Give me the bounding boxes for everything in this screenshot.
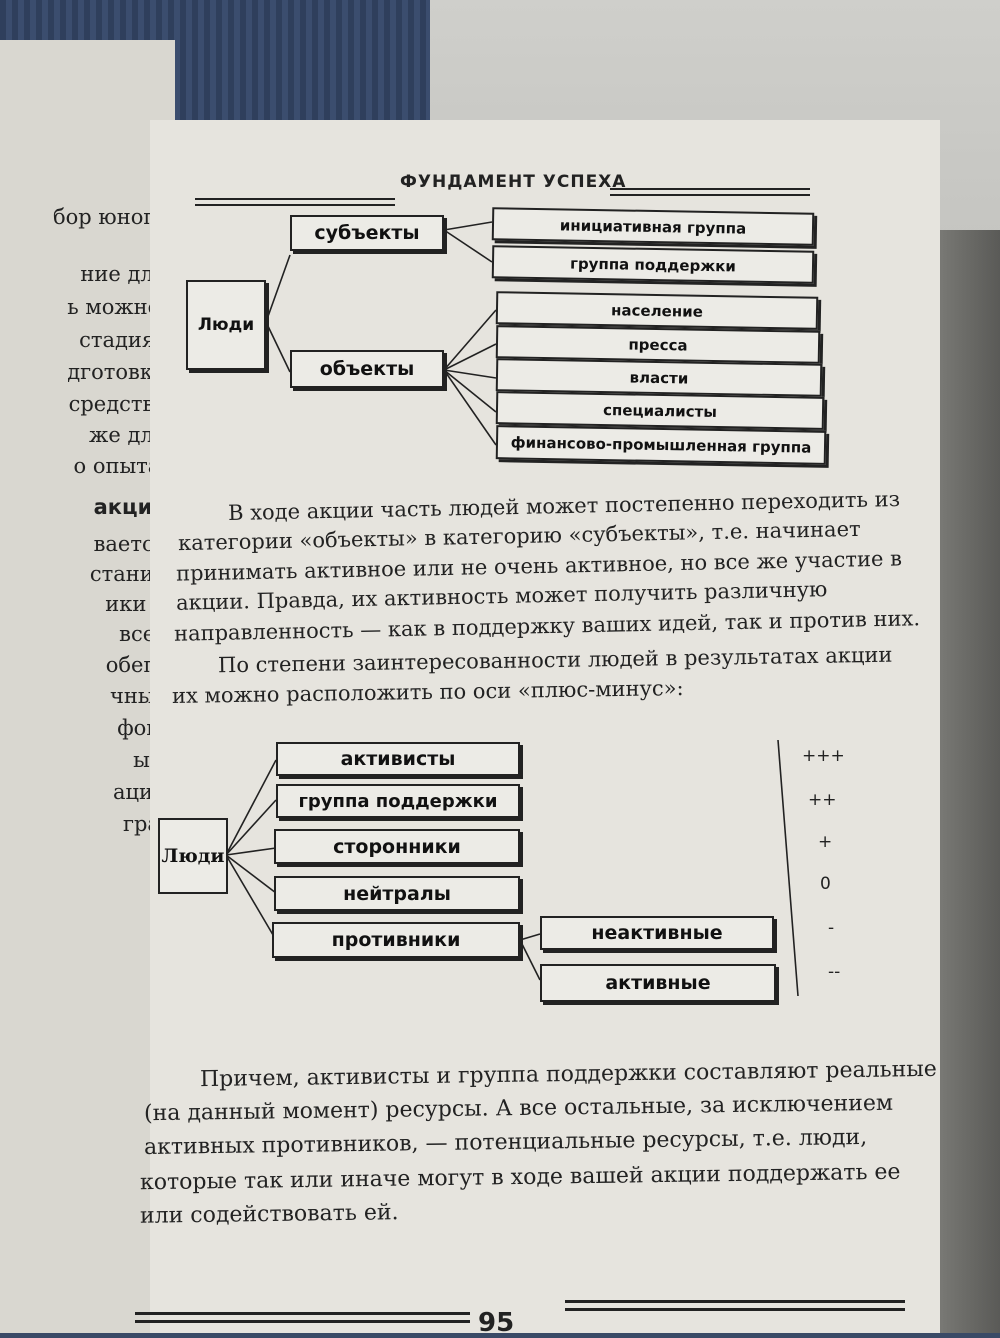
scale-mark: ++	[808, 790, 837, 810]
footer-rule-right	[565, 1300, 905, 1303]
diagram2-item-supporters: сторонники	[274, 829, 520, 864]
header-rule-right	[610, 194, 810, 196]
diagram2-item-support-group: группа поддержки	[276, 784, 520, 818]
footer-rule-right	[565, 1308, 905, 1311]
diagram1-subjects-box: субъекты	[290, 215, 444, 251]
left-page: бор юного ние для ь можно, стадиях дгото…	[0, 40, 175, 1333]
scale-mark: -	[828, 918, 835, 938]
footer-rule-left	[135, 1320, 470, 1323]
diagram2-item-neutrals: нейтралы	[274, 876, 520, 911]
header-rule-right	[610, 188, 810, 190]
diagram2-root-people: Люди	[158, 818, 228, 894]
diagram2-opponents-active: активные	[540, 964, 776, 1002]
paragraph3-line: или содействовать ей.	[139, 1200, 399, 1229]
diagram1-root-people: Люди	[186, 280, 266, 370]
left-line: бор юного	[53, 205, 167, 229]
page-number: 95	[478, 1308, 515, 1338]
running-header: ФУНДАМЕНТ УСПЕХА	[400, 172, 627, 192]
header-rule-left	[195, 204, 395, 206]
scale-mark: 0	[820, 874, 831, 894]
header-rule-left	[195, 198, 395, 200]
scale-mark: +	[818, 832, 833, 852]
diagram2-opponents-inactive: неактивные	[540, 916, 774, 950]
diagram2-item-opponents: противники	[272, 922, 520, 958]
diagram1-objects-box: объекты	[290, 350, 444, 388]
scale-mark: --	[828, 962, 841, 982]
footer-rule-left	[135, 1312, 470, 1315]
scale-mark: +++	[802, 746, 845, 766]
diagram2-item-activists: активисты	[276, 742, 520, 776]
